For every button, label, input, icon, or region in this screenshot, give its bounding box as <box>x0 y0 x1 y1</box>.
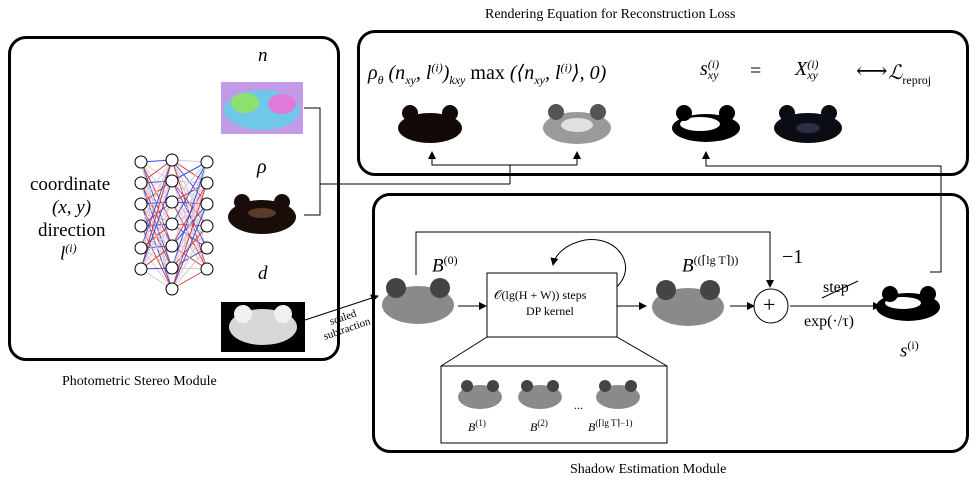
network-edge <box>171 161 208 182</box>
network-edge <box>140 223 173 270</box>
image-normal-map <box>221 82 303 134</box>
network-edge <box>171 268 208 290</box>
label-rho: ρ <box>257 156 267 178</box>
connector-b0-plus-top <box>415 231 774 288</box>
label-step: step <box>823 279 849 296</box>
input-label-coordinate: coordinate <box>30 174 111 195</box>
network-node <box>200 262 214 276</box>
label-dots: ... <box>574 398 583 412</box>
image-b3 <box>596 380 640 409</box>
network-node <box>134 219 148 233</box>
connector-s-up <box>702 151 942 273</box>
network-node <box>165 261 179 275</box>
network-node <box>165 217 179 231</box>
network-node <box>165 174 179 188</box>
image-s-out <box>876 286 940 321</box>
network-edge <box>171 182 208 290</box>
network-node <box>200 197 214 211</box>
image-eq-observed <box>774 105 842 143</box>
network-edge <box>140 159 173 205</box>
image-bfinal <box>652 280 724 326</box>
network-node <box>165 153 179 167</box>
label-exp: exp(·/τ) <box>804 313 854 330</box>
image-b0 <box>382 278 454 324</box>
rendering-equation-panel <box>357 30 969 176</box>
network-edge <box>171 247 208 290</box>
image-depth <box>221 302 305 352</box>
label-b0: B(0) <box>432 253 458 277</box>
label-bfinal: B((⌈lg T⌉)) <box>682 253 739 277</box>
network-node <box>200 219 214 233</box>
label-n: n <box>258 45 268 66</box>
caption-rendering: Rendering Equation for Reconstruction Lo… <box>485 7 736 22</box>
network-node <box>134 176 148 190</box>
network-edge <box>171 225 208 290</box>
equation-s: s(i)xy <box>700 57 720 83</box>
input-label-direction: direction <box>38 220 106 241</box>
network-edge <box>171 161 208 247</box>
equation-equals: = <box>750 60 762 82</box>
network-node <box>134 155 148 169</box>
input-label-xy: (x, y) <box>52 197 92 218</box>
network-edge <box>140 201 173 270</box>
network-node <box>165 239 179 253</box>
image-eq-shading <box>543 104 611 144</box>
caption-shadow: Shadow Estimation Module <box>570 462 727 477</box>
image-b2 <box>518 380 562 409</box>
rendering-equation: ρθ (nxy, l(i))kxy max (⟨nxy, l(i)⟩, 0) <box>368 60 607 87</box>
equation-X: X(i)xy <box>795 57 819 83</box>
network-edge <box>140 159 173 249</box>
network-edge <box>140 159 173 227</box>
image-albedo <box>228 194 296 234</box>
network-edge <box>171 161 208 203</box>
connector-d-b0 <box>304 294 379 321</box>
network-edge <box>171 203 208 290</box>
network-node <box>200 155 214 169</box>
step-strike <box>821 280 859 299</box>
loop-arrow <box>550 239 626 291</box>
label-b3: B(⌈lg T⌉−1) <box>588 418 633 434</box>
image-eq-albedo <box>398 105 462 143</box>
network-node <box>165 195 179 209</box>
neural-network-graph <box>134 153 214 296</box>
image-b1 <box>458 380 502 409</box>
network-node <box>134 241 148 255</box>
network-node <box>134 197 148 211</box>
plus-circle <box>753 288 789 324</box>
equation-loss: ℒreproj <box>888 62 932 87</box>
label-minus-one: −1 <box>782 246 804 268</box>
network-node <box>134 262 148 276</box>
label-b2: B(2) <box>530 418 548 434</box>
network-edge <box>171 161 208 269</box>
network-node <box>200 241 214 255</box>
label-s-out: s(i) <box>900 338 919 362</box>
network-edge <box>140 180 173 270</box>
label-dp-kernel: DP kernel <box>526 304 574 318</box>
label-d: d <box>258 263 268 284</box>
connector-n-rho <box>304 107 581 216</box>
equation-arrow: ⟷ <box>856 58 888 83</box>
dp-kernel-box <box>486 272 618 338</box>
network-node <box>200 176 214 190</box>
label-b1: B(1) <box>468 418 486 434</box>
label-plus: + <box>763 292 776 317</box>
input-label-l: l(i) <box>60 241 77 265</box>
caption-photometric: Photometric Stereo Module <box>62 374 217 389</box>
label-steps: 𝒪(lg(H + W)) steps <box>494 288 587 302</box>
network-edge <box>171 161 208 225</box>
image-eq-shadow <box>672 105 740 142</box>
network-node <box>165 282 179 296</box>
